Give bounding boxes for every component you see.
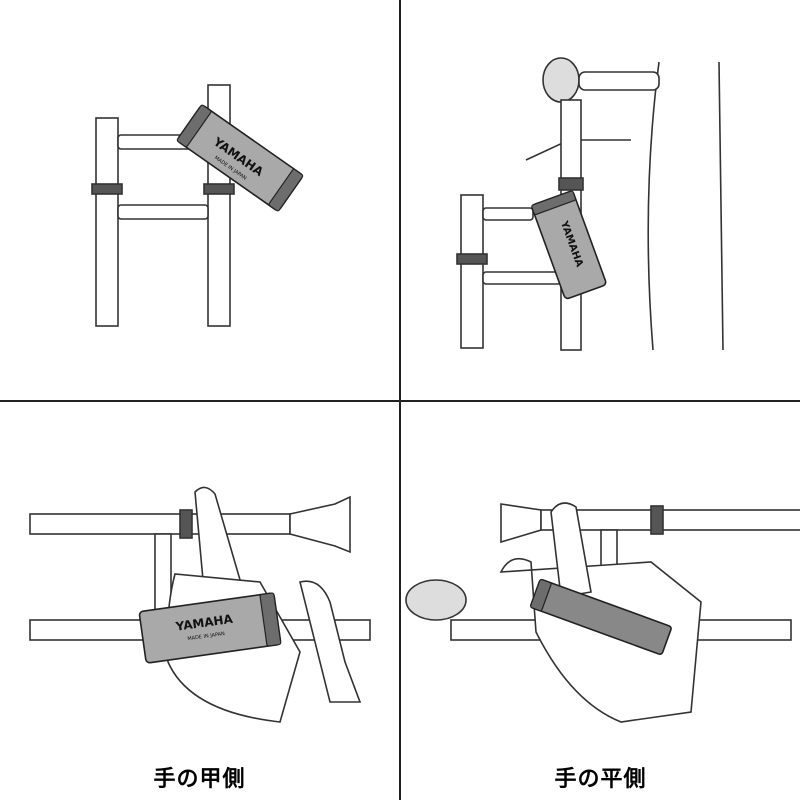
palm-side-illustration bbox=[405, 502, 800, 723]
panel-top-left: YAMAHA MADE IN JAPAN bbox=[0, 0, 399, 399]
slide-tube-left bbox=[95, 117, 119, 327]
trombone-with-product-illustration: YAMAHA bbox=[456, 57, 724, 351]
upper-tube bbox=[540, 509, 800, 531]
tuning-knob bbox=[405, 579, 467, 621]
slide-with-product-illustration: YAMAHA MADE IN JAPAN bbox=[91, 84, 304, 327]
panel-bottom-left: YAMAHA MADE IN JAPAN 手の甲側 bbox=[0, 402, 399, 800]
mouthpiece bbox=[500, 503, 542, 544]
caption-palm-side: 手の平側 bbox=[554, 767, 647, 792]
tuning-knob bbox=[542, 57, 580, 103]
slide-brace-bottom bbox=[117, 204, 209, 220]
other-hand bbox=[299, 580, 362, 703]
mouthpiece bbox=[289, 495, 351, 554]
upper-tube bbox=[29, 513, 291, 535]
yamaha-product: YAMAHA MADE IN JAPAN bbox=[138, 592, 282, 664]
thumb bbox=[550, 502, 592, 598]
caption-back-of-hand: 手の甲側 bbox=[153, 767, 246, 792]
yamaha-product: YAMAHA bbox=[531, 190, 607, 300]
yamaha-product bbox=[530, 578, 672, 655]
panel-bottom-right: 手の平側 bbox=[401, 402, 800, 800]
yamaha-product: YAMAHA MADE IN JAPAN bbox=[176, 104, 304, 212]
slide-tube bbox=[460, 194, 484, 349]
horizontal-divider bbox=[0, 400, 800, 402]
back-of-hand-illustration: YAMAHA MADE IN JAPAN bbox=[29, 486, 371, 723]
panel-top-right: YAMAHA bbox=[401, 0, 800, 399]
origin-label: MADE IN JAPAN bbox=[187, 631, 226, 642]
